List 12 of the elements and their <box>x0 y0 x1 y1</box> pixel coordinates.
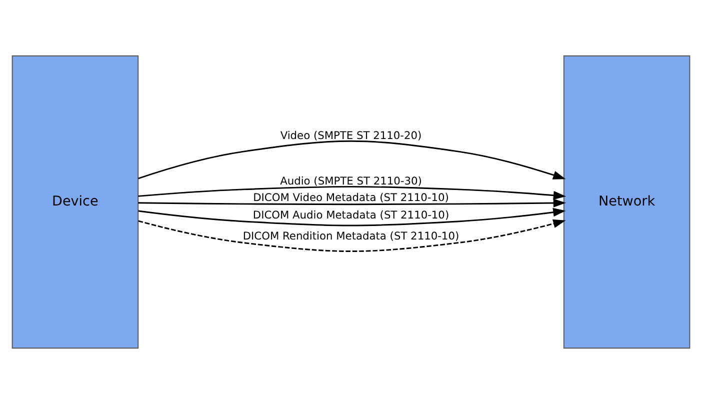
arrow <box>138 186 566 200</box>
edge-label: Audio (SMPTE ST 2110-30) <box>280 174 422 188</box>
edge-label: DICOM Video Metadata (ST 2110-10) <box>253 190 449 204</box>
node-box: Device <box>12 55 139 349</box>
node-box: Network <box>563 55 690 349</box>
arrow <box>138 208 566 226</box>
edge-label: DICOM Audio Metadata (ST 2110-10) <box>252 208 450 222</box>
arrow <box>138 219 566 252</box>
edge-label: Video (SMPTE ST 2110-20) <box>280 128 422 142</box>
arrow <box>138 140 566 180</box>
arrow <box>138 198 566 208</box>
edge-label: DICOM Rendition Metadata (ST 2110-10) <box>242 230 460 243</box>
